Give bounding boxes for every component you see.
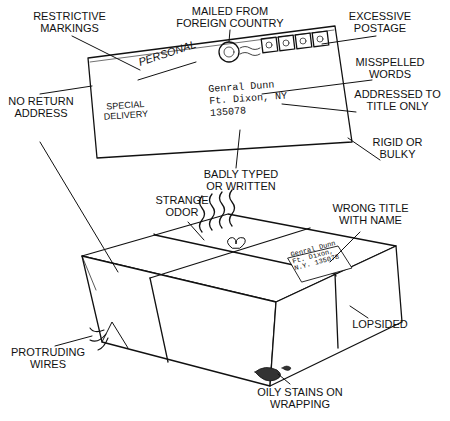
callout-label: PROTRUDING WIRES <box>8 346 88 370</box>
callout-label: BADLY TYPED OR WRITTEN <box>196 168 286 192</box>
cancel-lines <box>240 47 260 56</box>
callout-label: WRONG TITLE WITH NAME <box>318 202 423 226</box>
callout-label: ADDRESSED TO TITLE ONLY <box>350 88 445 112</box>
stamps <box>261 31 329 53</box>
callout-label: NO RETURN ADDRESS <box>2 95 80 119</box>
envelope <box>88 26 352 158</box>
callout-label: LOPSIDED <box>340 318 420 330</box>
callout-label: STRANGE ODOR <box>152 194 212 218</box>
postmark <box>219 42 239 62</box>
callout-label: MISSPELLED WORDS <box>350 56 430 80</box>
callout-label: RIGID OR BULKY <box>360 136 435 160</box>
mail-text: SPECIAL DELIVERY <box>100 99 151 122</box>
postmark <box>224 47 234 57</box>
callout-label: OILY STAINS ON WRAPPING <box>240 386 360 410</box>
callout-label: RESTRICTIVE MARKINGS <box>22 10 117 34</box>
callout-label: EXCESSIVE POSTAGE <box>335 10 425 34</box>
envelope-edge <box>90 30 334 62</box>
mail-text: Genral Dunn Ft. Dixon, NY 135078 <box>208 78 292 120</box>
leader-lines <box>40 30 380 384</box>
callout-label: MAILED FROM FOREIGN COUNTRY <box>170 5 290 29</box>
